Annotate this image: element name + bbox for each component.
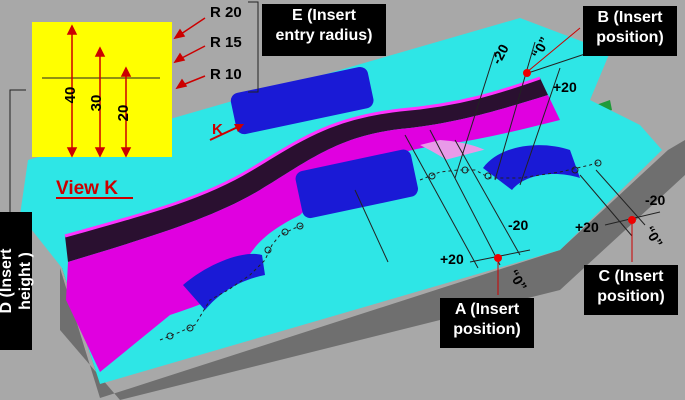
inset-height-arrows xyxy=(66,24,132,158)
callout-e-line2: entry radius) xyxy=(275,27,373,44)
channel-wall-line xyxy=(64,76,541,238)
callout-b-line1: B (Insert xyxy=(597,9,663,26)
view-k-label: View K xyxy=(56,178,118,199)
callout-e-insert-entry-radius: E (Insert entry radius) xyxy=(262,4,386,56)
die-base-shadow xyxy=(60,140,685,400)
inset-height-40: 40 xyxy=(62,87,79,104)
k-arrow xyxy=(209,125,241,141)
marker-a-dot xyxy=(494,254,502,262)
callout-d-line2: height ) xyxy=(17,252,34,310)
marker-a-minus: -20 xyxy=(508,217,528,233)
callout-c-line2: position) xyxy=(597,288,665,305)
inset-height-30: 30 xyxy=(88,95,105,112)
inset-radius-r20: R 20 xyxy=(210,4,242,21)
marker-c-dot xyxy=(628,216,636,224)
callout-c-line1: C (Insert xyxy=(598,268,664,285)
marker-c-minus: -20 xyxy=(645,192,665,208)
ref-line-mid xyxy=(354,189,389,263)
callout-c-insert-position: C (Insert position) xyxy=(584,265,678,315)
callout-b-line2: position) xyxy=(596,29,664,46)
callout-e-line1: E (Insert xyxy=(291,7,356,24)
insert-block-middle xyxy=(295,149,418,219)
marker-a-lines xyxy=(404,129,531,269)
marker-c-zero: “0” xyxy=(641,223,666,250)
callout-d-insert-height: D (Insert height ) xyxy=(0,212,34,350)
callout-d-line1: D (Insert xyxy=(0,248,15,314)
inset-height-20: 20 xyxy=(115,105,132,122)
marker-b-dot xyxy=(523,69,531,77)
inset-panel xyxy=(32,22,172,157)
chain-left xyxy=(159,224,306,341)
callout-a-line1: A (Insert xyxy=(454,301,520,318)
inset-radius-arrows xyxy=(173,17,206,90)
insert-arc-left xyxy=(183,253,265,310)
insert-arc-right xyxy=(483,145,580,190)
callout-b-insert-position: B (Insert position) xyxy=(583,6,677,56)
chain-beads xyxy=(166,159,602,340)
marker-c-plus: +20 xyxy=(575,219,599,235)
inset-radius-r10: R 10 xyxy=(210,66,242,83)
k-arrow-label: K xyxy=(212,121,223,138)
marker-b-plus: +20 xyxy=(553,79,577,95)
callout-a-insert-position: A (Insert position) xyxy=(440,298,534,348)
callout-a-line2: position) xyxy=(453,321,521,338)
k-arrow-head xyxy=(234,124,244,132)
channel-wall-dark xyxy=(65,78,548,262)
marker-a-plus: +20 xyxy=(440,251,464,267)
insert-block-upper xyxy=(230,66,374,135)
inset-radius-r15: R 15 xyxy=(210,34,242,51)
marker-b-leader xyxy=(526,27,581,73)
bracket-e xyxy=(248,1,259,93)
channel-floor xyxy=(66,95,560,372)
